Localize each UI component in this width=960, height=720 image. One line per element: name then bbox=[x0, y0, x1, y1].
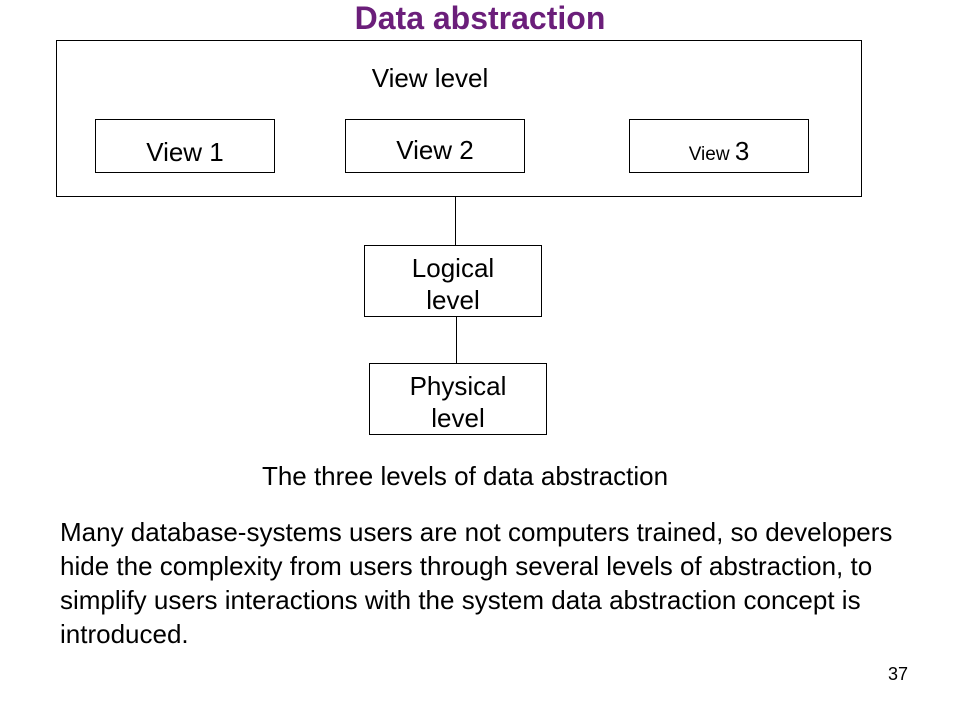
slide-title: Data abstraction bbox=[354, 0, 606, 36]
view-level-container: View level View 1 View 2 View 3 bbox=[56, 40, 862, 197]
connector-view-to-logical bbox=[455, 197, 456, 245]
view-3-label-text: View bbox=[688, 144, 735, 165]
logical-level-label-line2: level bbox=[426, 285, 480, 315]
view-3-box: View 3 bbox=[629, 119, 809, 173]
view-2-box: View 2 bbox=[345, 119, 525, 173]
page-number: 37 bbox=[887, 664, 909, 684]
logical-level-box: Logical level bbox=[364, 245, 542, 317]
body-paragraph: Many database-systems users are not comp… bbox=[60, 517, 893, 649]
view-1-label: View 1 bbox=[146, 137, 224, 167]
view-1-box: View 1 bbox=[95, 119, 275, 173]
logical-level-label-line1: Logical bbox=[411, 253, 495, 283]
view-level-label: View level bbox=[371, 63, 489, 93]
diagram-caption: The three levels of data abstraction bbox=[261, 461, 669, 491]
connector-logical-to-physical bbox=[456, 317, 457, 363]
view-3-label-number: 3 bbox=[734, 136, 750, 166]
physical-level-label-line2: level bbox=[431, 403, 485, 433]
view-2-label: View 2 bbox=[396, 135, 474, 165]
physical-level-box: Physical level bbox=[369, 363, 547, 435]
physical-level-label-line1: Physical bbox=[409, 371, 507, 401]
